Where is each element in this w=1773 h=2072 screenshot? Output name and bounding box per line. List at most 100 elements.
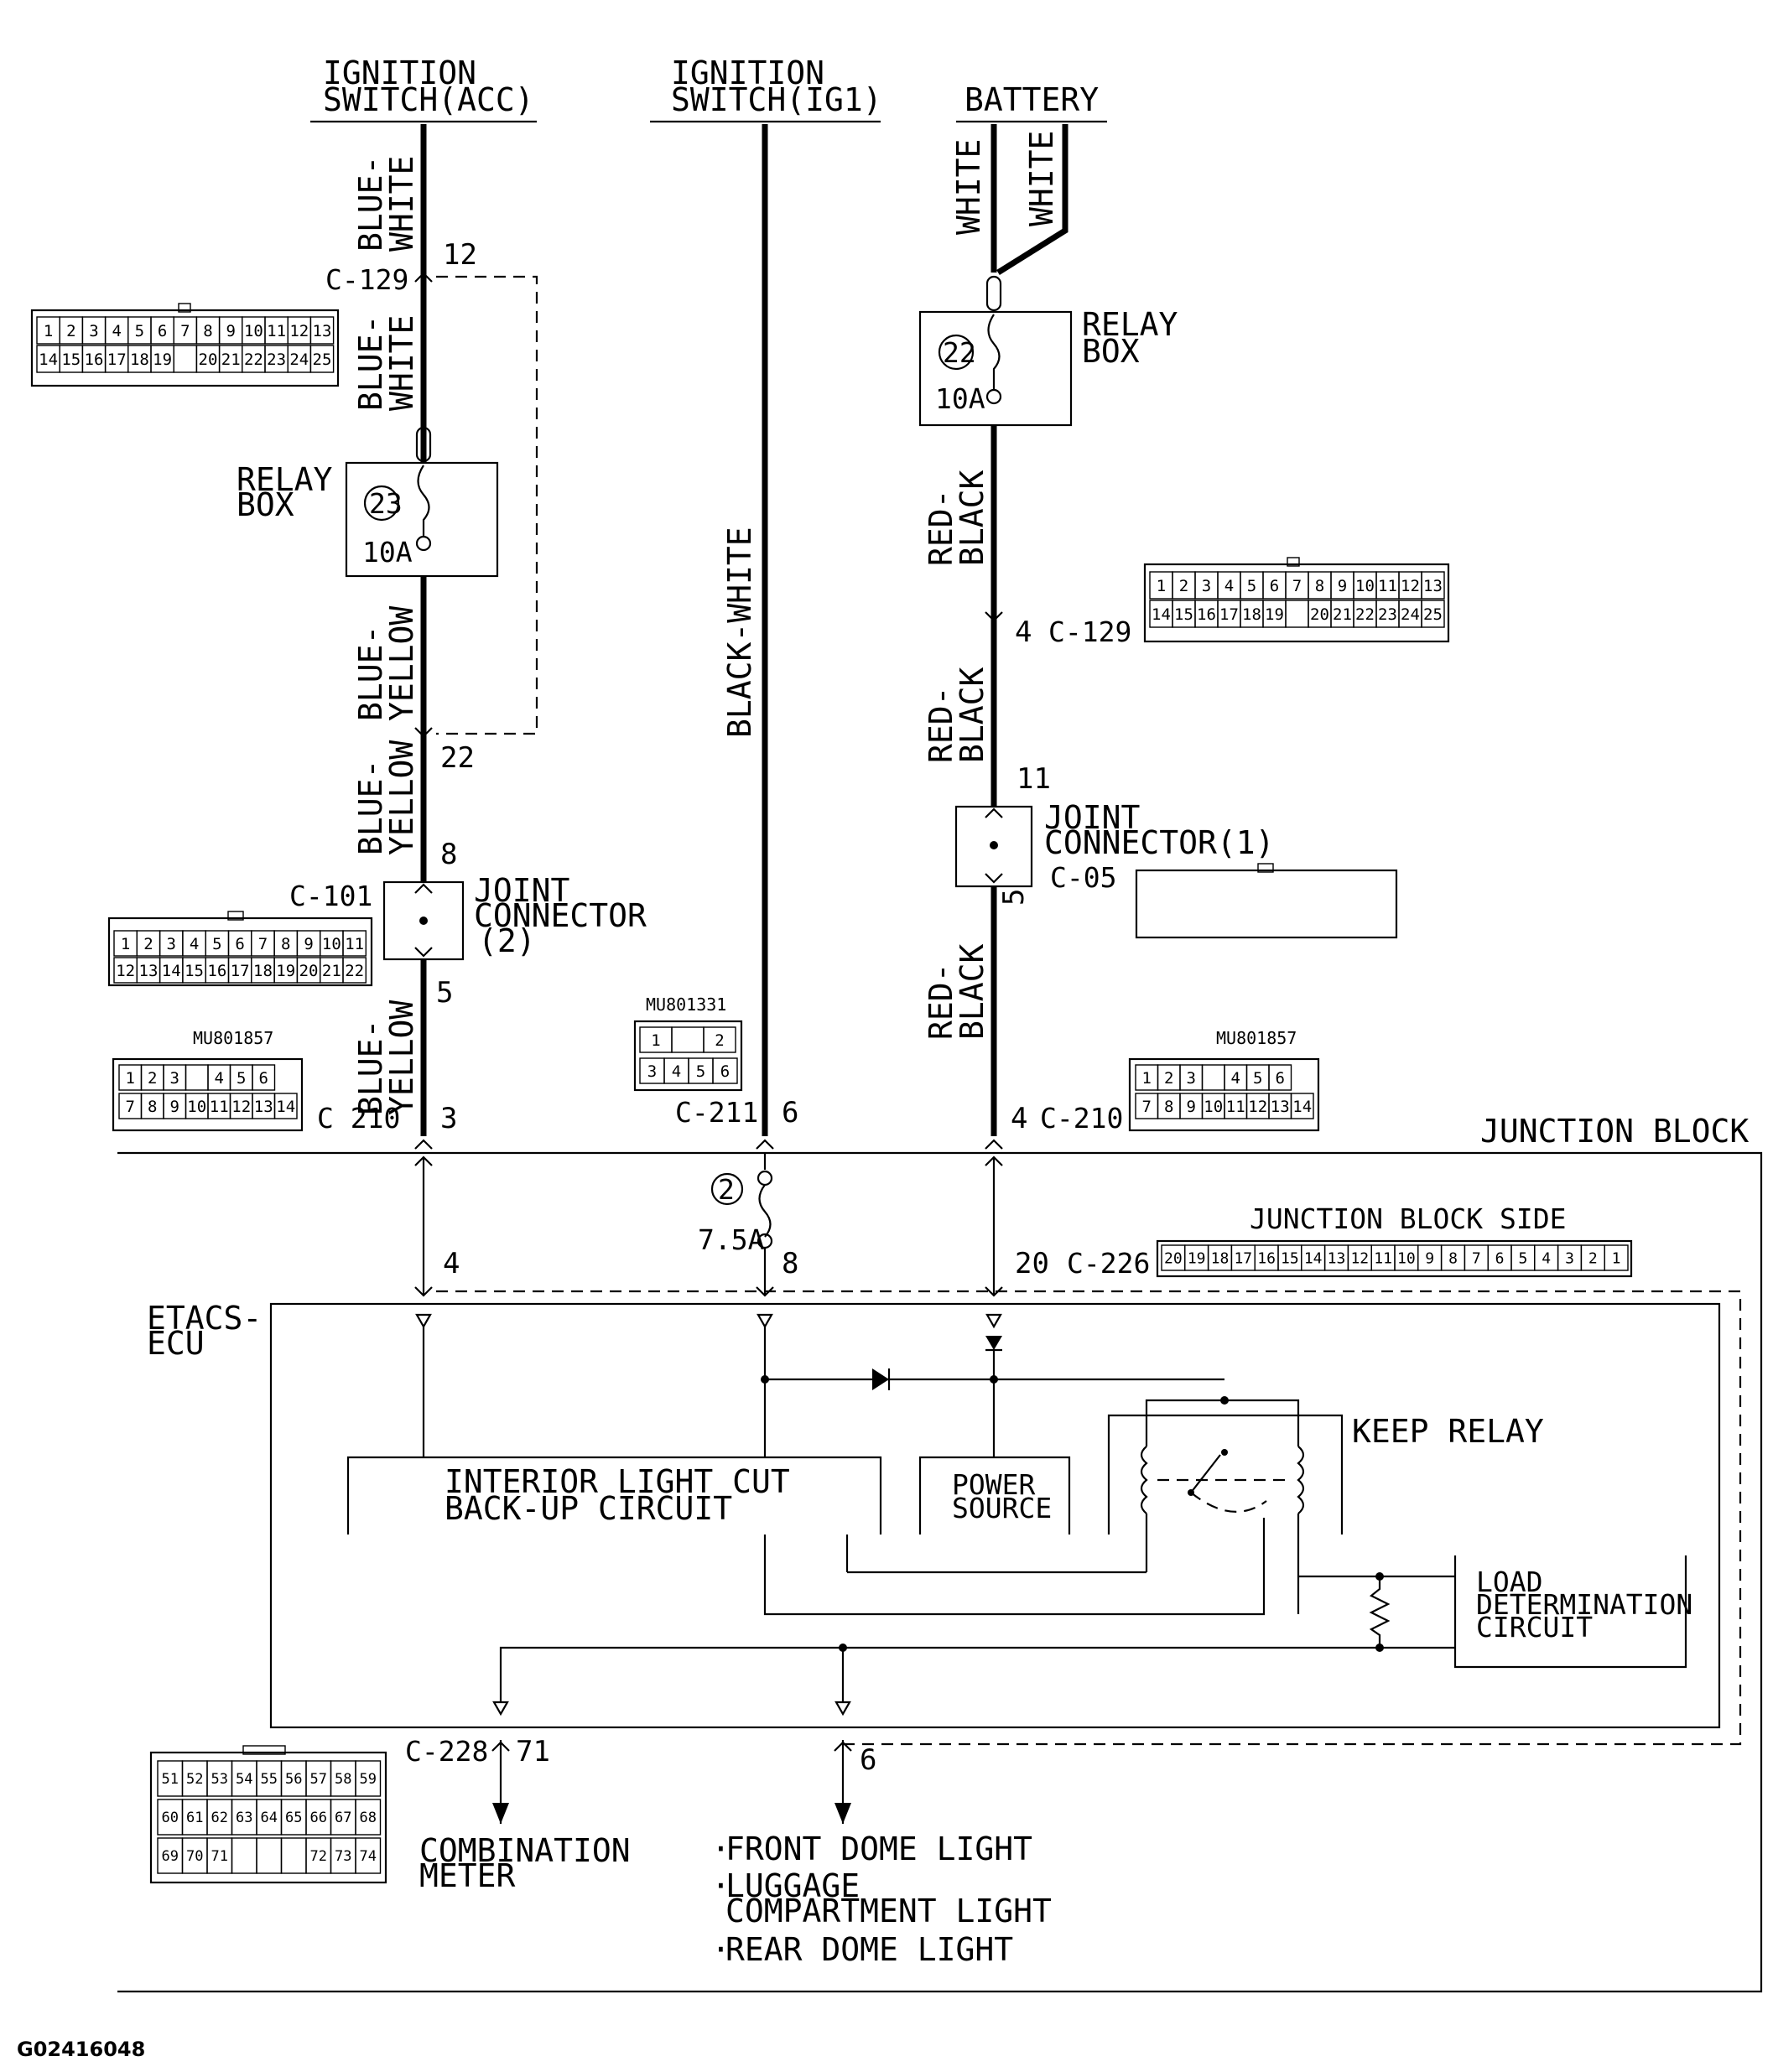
load-resistor [1369, 1576, 1391, 1648]
connector-pin-number: 10 [244, 322, 263, 340]
connector-pin-number: 22 [345, 962, 364, 980]
connector-pin-number: 23 [267, 351, 286, 369]
connector-c101-label: C-101 [289, 880, 372, 912]
connector-pin-number: 19 [1265, 605, 1284, 624]
interior-light-cut-box [346, 1456, 882, 1535]
connector-pin-number: 25 [313, 351, 332, 369]
connector-pin-number: 12 [231, 1098, 251, 1116]
source-ig1-line1: IGNITION [671, 55, 824, 91]
connector-pin-cell [355, 1760, 382, 1797]
connector-pin-cell [252, 1064, 276, 1091]
ecu-input-acc [415, 1313, 432, 1329]
fuse-2-amp: 7.5A [698, 1223, 765, 1256]
connector-pin-number: 13 [139, 962, 159, 980]
connector-c05-label: C-05 [1050, 861, 1116, 894]
connector-pin-number: 12 [1248, 1098, 1267, 1116]
output-bullet-2: · [711, 1867, 731, 1904]
fuse-22-cap [985, 275, 1002, 312]
connector-pin-number: 9 [226, 322, 235, 340]
connector-pin-number: 2 [148, 1069, 157, 1088]
output-arrow-combination [492, 1803, 509, 1824]
connector-pin-number: 6 [235, 935, 244, 953]
connector-pin-number: 1 [126, 1069, 135, 1088]
connector-pin-number: 23 [1378, 605, 1397, 624]
pin-8-jb: 8 [782, 1247, 798, 1280]
connector-pin-cell [355, 1799, 382, 1836]
connector-pin-number: 17 [107, 351, 127, 369]
connector-pin-number: 13 [1271, 1098, 1290, 1116]
connector-pin-number: 69 [162, 1848, 179, 1865]
connector-pin-number: 68 [360, 1810, 377, 1826]
connector-pin-number: 3 [1202, 577, 1211, 595]
fuse-2-top-terminal [757, 1170, 773, 1187]
connector-pin-number: 73 [335, 1848, 351, 1865]
connector-pin-number: 2 [143, 935, 153, 953]
connector-pin-number: 4 [1224, 577, 1234, 595]
figure-code: G02416048 [17, 2038, 145, 2061]
ecu-output-combination [492, 1701, 509, 1716]
connector-pin-number: 9 [1187, 1098, 1196, 1116]
wire-label-blue-white-b2: WHITE [383, 315, 420, 411]
connector-pin-number: 5 [135, 322, 144, 340]
connector-pin-number: 7 [1142, 1098, 1152, 1116]
connector-pin-number: 15 [185, 962, 204, 980]
connector-pin-number: 74 [360, 1848, 377, 1865]
output-bullet-3: · [711, 1931, 731, 1968]
connector-pin-number: 5 [212, 935, 221, 953]
ecu-diode-battery [985, 1336, 1002, 1350]
connector-pin-number: 12 [289, 322, 309, 340]
output-arrow-dome [835, 1803, 851, 1824]
connector-pin-number: 11 [1374, 1249, 1392, 1267]
wire-label-red-black-b1: BLACK [954, 470, 990, 566]
wire-label-blue-white-a1: BLUE- [352, 156, 389, 252]
keep-relay-switch-blade [1190, 1454, 1221, 1493]
connector-pin-number: 17 [1219, 605, 1239, 624]
source-acc-line2: SWITCH(ACC) [323, 81, 534, 118]
wire-label-white-a: WHITE [950, 139, 987, 235]
ecu-input-battery [985, 1313, 1002, 1329]
output-mark-dome [834, 1741, 852, 1752]
wire-battery-white-b [996, 124, 1068, 275]
connector-pin-number: 4 [672, 1062, 681, 1081]
connector-pin-number: 19 [1188, 1249, 1206, 1267]
connector-pin-number: 56 [285, 1771, 302, 1788]
pin-6-output: 6 [860, 1743, 876, 1777]
connector-pin-number: 1 [1142, 1069, 1152, 1088]
connector-pin-number: 66 [310, 1810, 327, 1826]
jb-entry-ig1 [756, 1139, 774, 1150]
connector-pin-number: 16 [1257, 1249, 1276, 1267]
connector-pin-cell [309, 316, 335, 345]
connector-pin-number: 20 [1164, 1249, 1183, 1267]
ecu-wire-ig1-to-relay [763, 1518, 1266, 1616]
connector-pin-number: 3 [167, 935, 176, 953]
connector-pin-number: 3 [1187, 1069, 1196, 1088]
connector-pin-number: 8 [281, 935, 290, 953]
fuse-2-element [758, 1184, 772, 1238]
connector-pin-number: 51 [162, 1771, 179, 1788]
connector-pin-number: 1 [121, 935, 130, 953]
connector-pin-number: 4 [112, 322, 121, 340]
connector-pin-number: 54 [236, 1771, 252, 1788]
connector-pin-number: 20 [299, 962, 319, 980]
fuse-22-terminal [985, 388, 1002, 405]
connector-pin-number: 17 [231, 962, 250, 980]
keep-relay-coil-left [1140, 1446, 1148, 1514]
wire-label-red-black-b3: BLACK [954, 943, 990, 1040]
fuse-22-badge [938, 334, 975, 371]
fuse-23-badge [363, 485, 400, 522]
ecu-node-ig1 [761, 1375, 769, 1384]
connector-pin-number: 1 [1612, 1249, 1621, 1267]
connector-pin-cell [1421, 571, 1445, 600]
connector-pin-number: 64 [261, 1810, 278, 1826]
connector-pin-cell [1268, 1064, 1292, 1091]
fuse-23-terminal [415, 535, 432, 552]
connector-pin-number: 10 [1355, 577, 1375, 595]
source-battery-label: BATTERY [964, 81, 1099, 118]
connector-pin-number: 20 [1310, 605, 1329, 624]
connector-c226-label: C-226 [1067, 1247, 1150, 1280]
connector-pin-number: 9 [170, 1098, 179, 1116]
load-determination-box [1453, 1555, 1687, 1669]
joint-connector-2-line2: CONNECTOR [474, 897, 647, 934]
